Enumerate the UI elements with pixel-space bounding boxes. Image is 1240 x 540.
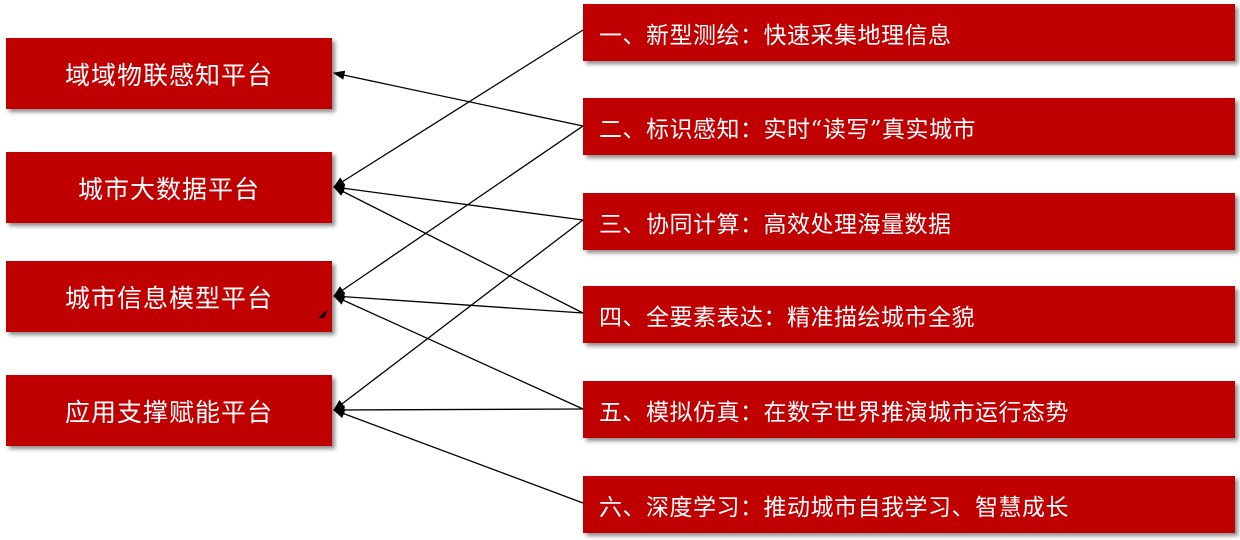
- platform-cim: 城市信息模型平台: [6, 261, 332, 332]
- capability-3-label: 三、协同计算：高效处理海量数据: [599, 211, 952, 238]
- connector-c2-to-iot: [332, 70, 584, 127]
- platform-iot: 域域物联感知平台: [6, 38, 332, 109]
- capability-4-label: 四、全要素表达：精准描绘城市全貌: [599, 304, 975, 331]
- connector-c4-to-bigdata: [332, 186, 584, 314]
- connector-c5-to-app: [332, 405, 584, 415]
- capability-2-label: 二、标识感知：实时“读写”真实城市: [599, 116, 977, 143]
- capability-2: 二、标识感知：实时“读写”真实城市: [583, 98, 1235, 155]
- capability-1: 一、新型测绘：快速采集地理信息: [583, 4, 1235, 61]
- connector-c4-to-cim: [332, 292, 584, 314]
- connector-c3-to-bigdata: [332, 183, 584, 221]
- platform-app: 应用支撑赋能平台: [6, 375, 332, 446]
- capability-4: 四、全要素表达：精准描绘城市全貌: [583, 286, 1235, 343]
- platform-cim-label: 城市信息模型平台: [64, 283, 273, 313]
- stray-arrowhead: [318, 309, 328, 318]
- platform-bigdata: 城市大数据平台: [6, 152, 332, 223]
- connector-c3-to-app: [333, 219, 584, 411]
- capability-5: 五、模拟仿真：在数字世界推演城市运行态势: [583, 381, 1235, 438]
- capability-6-label: 六、深度学习：推动城市自我学习、智慧成长: [599, 494, 1069, 521]
- capability-1-label: 一、新型测绘：快速采集地理信息: [599, 22, 952, 49]
- platform-app-label: 应用支撑赋能平台: [64, 397, 273, 427]
- platform-iot-label: 域域物联感知平台: [64, 60, 273, 90]
- connector-c6-to-app: [332, 409, 584, 504]
- connector-c1-to-bigdata: [333, 29, 584, 188]
- capability-5-label: 五、模拟仿真：在数字世界推演城市运行态势: [599, 399, 1069, 426]
- platform-bigdata-label: 城市大数据平台: [77, 174, 260, 204]
- connector-c2-to-cim: [333, 125, 584, 297]
- capability-3: 三、协同计算：高效处理海量数据: [583, 193, 1235, 250]
- connector-c5-to-cim: [332, 295, 584, 410]
- capability-6: 六、深度学习：推动城市自我学习、智慧成长: [583, 476, 1235, 533]
